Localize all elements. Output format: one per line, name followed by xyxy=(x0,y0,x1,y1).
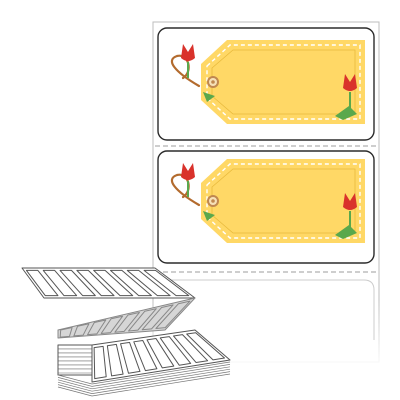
fanfold-label xyxy=(25,269,59,297)
fanfold-label xyxy=(120,341,141,374)
fanfold-label xyxy=(59,269,96,297)
fanfold-label xyxy=(141,304,174,331)
fanfold-label xyxy=(73,323,90,337)
fanfold-label xyxy=(106,343,124,377)
fanfold-label xyxy=(133,339,158,372)
fanfold-label xyxy=(172,334,209,364)
fanfold-label xyxy=(93,269,134,297)
fanfold-label xyxy=(93,345,107,380)
fanfold-label xyxy=(109,269,152,297)
label-2 xyxy=(157,150,375,264)
fanfold-stack xyxy=(21,267,231,397)
fanfold-label xyxy=(59,326,73,338)
fanfold-label xyxy=(42,269,78,297)
label-1 xyxy=(157,27,375,141)
fanfold-label xyxy=(159,336,192,366)
fanfold-label xyxy=(87,319,107,336)
fanfold-label xyxy=(100,315,124,334)
fanfold-label xyxy=(146,338,175,369)
fanfold-label xyxy=(186,332,225,361)
fanfold-label xyxy=(126,269,171,297)
fanfold-label xyxy=(155,300,191,329)
fanfold-label xyxy=(128,308,157,332)
fanfold-label xyxy=(114,311,140,333)
fanfold-label xyxy=(76,269,115,297)
fanfold-label xyxy=(143,269,190,297)
